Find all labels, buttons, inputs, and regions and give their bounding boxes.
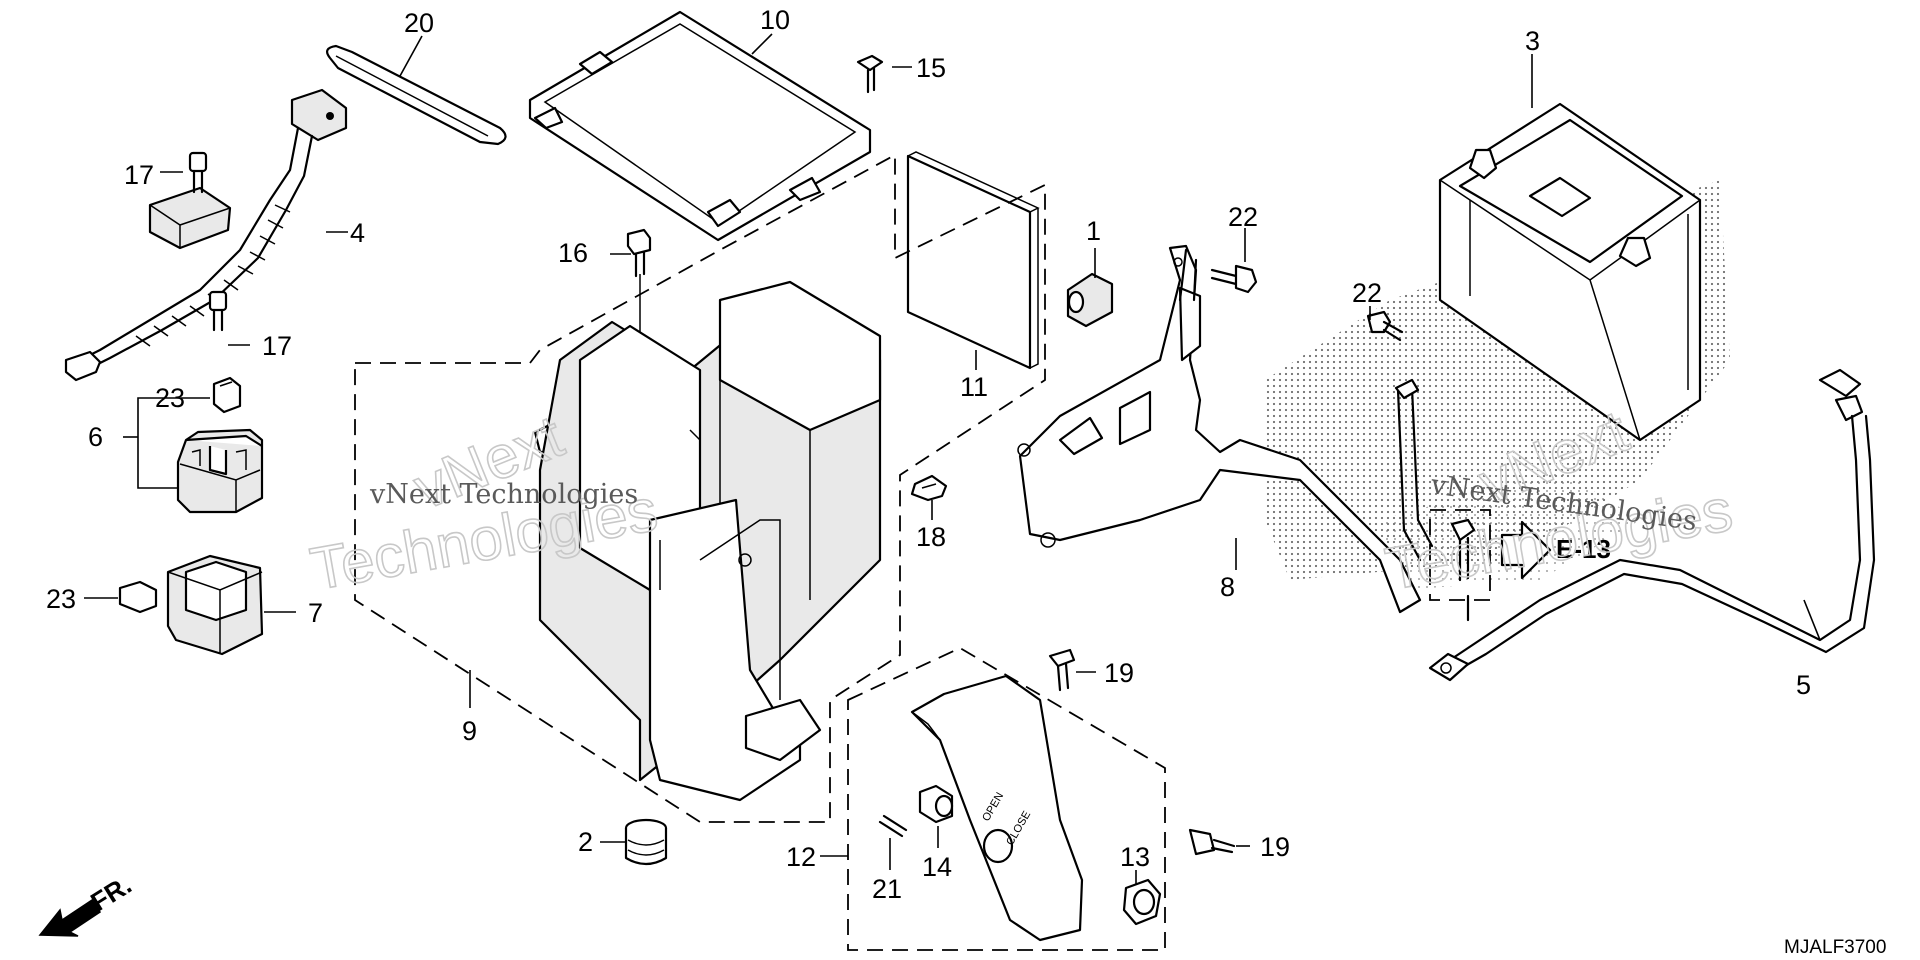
callout-5: 5 — [1796, 670, 1811, 700]
ground-cable-part-5 — [1428, 368, 1876, 682]
callout-21: 21 — [872, 874, 902, 904]
callout-18: 18 — [916, 522, 946, 552]
screw-part-15 — [856, 54, 884, 94]
group-outline-part-12 — [847, 646, 1166, 951]
watermark-small-left: vNext Technologies — [369, 479, 638, 510]
battery-part-3 — [1438, 102, 1702, 442]
callout-22-lower: 22 — [1352, 278, 1382, 308]
callout-22-upper: 22 — [1228, 202, 1258, 232]
callout-8: 8 — [1220, 572, 1235, 602]
callout-1: 1 — [1086, 216, 1101, 246]
callout-15: 15 — [916, 53, 946, 83]
battery-cable-part-4 — [64, 88, 348, 382]
bolt-part-22-upper — [1210, 264, 1258, 294]
callout-12: 12 — [786, 842, 816, 872]
callout-9: 9 — [462, 716, 477, 746]
callout-4: 4 — [350, 218, 365, 248]
callout-20: 20 — [404, 8, 434, 38]
callout-23-lower: 23 — [46, 584, 76, 614]
bolt-part-17-lower — [208, 290, 228, 332]
callout-17-upper: 17 — [124, 160, 154, 190]
pad-part-11 — [906, 151, 1040, 370]
group-outline-part-9 — [354, 153, 1046, 823]
pin-part-21 — [878, 814, 908, 838]
bolt-part-22-lower — [1366, 310, 1404, 342]
fuse-part-23-lower — [118, 580, 158, 614]
callout-11: 11 — [960, 372, 988, 402]
starter-relay-part-6 — [176, 428, 264, 514]
clip-part-13 — [1122, 878, 1162, 926]
callout-10: 10 — [760, 5, 790, 35]
callout-6: 6 — [88, 422, 103, 452]
battery-band-part-8 — [1017, 244, 1434, 614]
diagram-code: MJALF3700 — [1784, 937, 1886, 958]
cushion-part-1 — [1066, 272, 1114, 328]
side-cover-part-12: OPEN CLOSE — [910, 674, 1084, 942]
callout-19-upper: 19 — [1104, 658, 1134, 688]
reference-e13: E-13 — [1429, 509, 1611, 622]
rubber-part-2 — [624, 818, 668, 866]
rubber-seal-part-20 — [326, 44, 507, 146]
battery-tray-lid-part-10 — [528, 10, 872, 242]
callout-23-upper: 23 — [155, 383, 185, 413]
reference-label-e13: E-13 — [1556, 534, 1611, 564]
callout-14: 14 — [922, 852, 952, 882]
callout-3: 3 — [1525, 26, 1540, 56]
callout-13: 13 — [1120, 842, 1150, 872]
callout-19-lower: 19 — [1260, 832, 1290, 862]
callout-16: 16 — [558, 238, 588, 268]
bolt-part-17-upper — [188, 151, 208, 194]
fuse-part-23-upper — [212, 376, 242, 414]
front-arrow-icon: FR. — [38, 869, 137, 937]
clip-part-18 — [910, 474, 948, 502]
leader-lines — [84, 33, 1821, 884]
clip-part-19-upper — [1048, 648, 1076, 692]
callout-17-lower: 17 — [262, 331, 292, 361]
relay-cover-part-7 — [166, 554, 264, 656]
callouts: 20 10 15 3 17 4 16 1 22 22 17 23 11 6 18… — [46, 5, 1811, 904]
callout-7: 7 — [308, 598, 323, 628]
grommet-part-14 — [918, 784, 954, 824]
clip-part-19-lower — [1188, 828, 1236, 856]
callout-2: 2 — [578, 827, 593, 857]
battery-box-part-9 — [533, 280, 882, 802]
